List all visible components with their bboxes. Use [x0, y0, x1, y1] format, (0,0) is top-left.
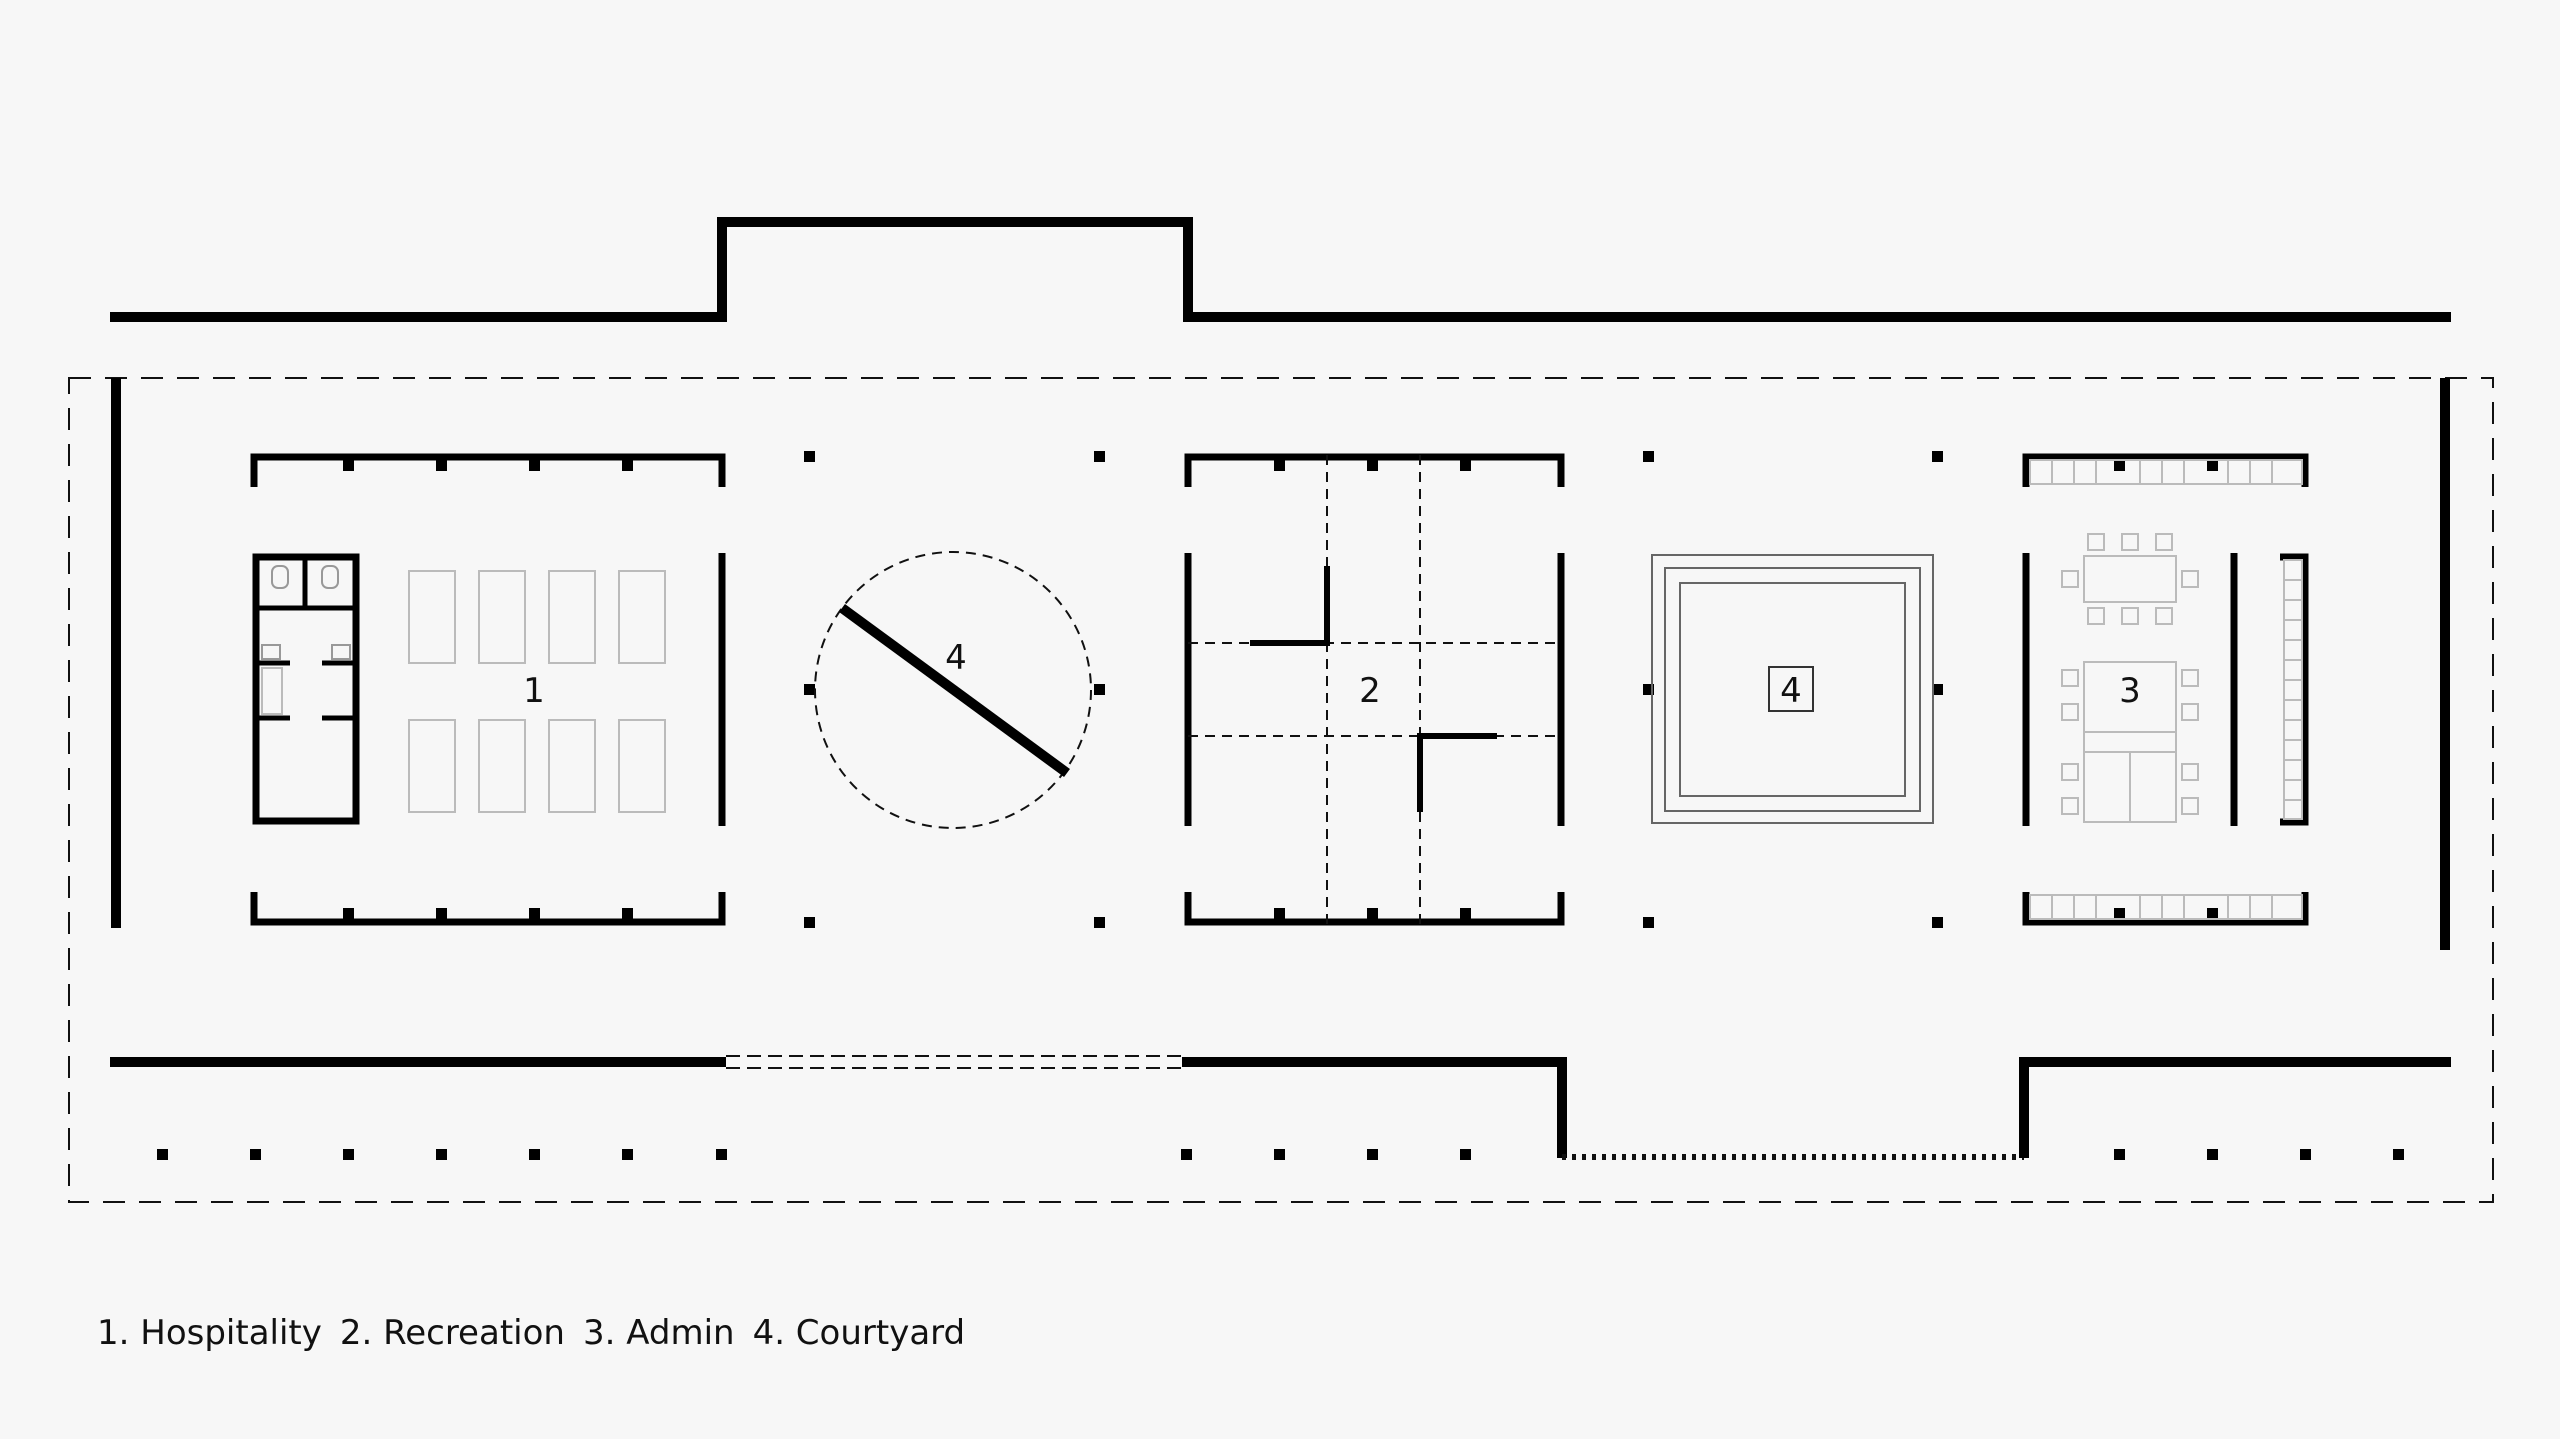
- room-label-recreation: 2: [1359, 671, 1381, 711]
- top-wall: [110, 217, 2451, 322]
- courtyard-columns-right: [1643, 451, 1943, 928]
- legend: 1. Hospitality 2. Recreation 3. Admin 4. Co…: [97, 1313, 983, 1353]
- site-boundary: [68, 377, 2494, 1203]
- bottom-colonnade: [157, 1149, 2404, 1160]
- room-hospitality: 1: [250, 453, 726, 926]
- courtyard-columns-left: [804, 451, 1105, 928]
- room-label-courtyard-square: 4: [1780, 671, 1802, 711]
- beds: [408, 570, 666, 813]
- bottom-wall-center: [1182, 1057, 1567, 1158]
- legend-item-courtyard: 4. Courtyard: [752, 1313, 966, 1353]
- legend-item-admin: 3. Admin: [582, 1313, 735, 1353]
- room-label-courtyard-round: 4: [945, 638, 967, 678]
- legend-item-hospitality: 1. Hospitality: [97, 1313, 322, 1353]
- courtyard-square: 4: [1651, 554, 1934, 824]
- legend-item-recreation: 2. Recreation: [339, 1313, 565, 1353]
- bottom-wall-right: [2019, 1057, 2451, 1158]
- room-admin: 3: [2022, 453, 2309, 926]
- courtyard-round: 4: [814, 551, 1092, 829]
- shelving: [2029, 459, 2303, 920]
- room-recreation: 2: [1184, 453, 1565, 926]
- room-label-hospitality: 1: [523, 671, 545, 711]
- toilet-block: [252, 553, 360, 825]
- room-label-admin: 3: [2119, 671, 2141, 711]
- office-furniture: [2061, 533, 2199, 823]
